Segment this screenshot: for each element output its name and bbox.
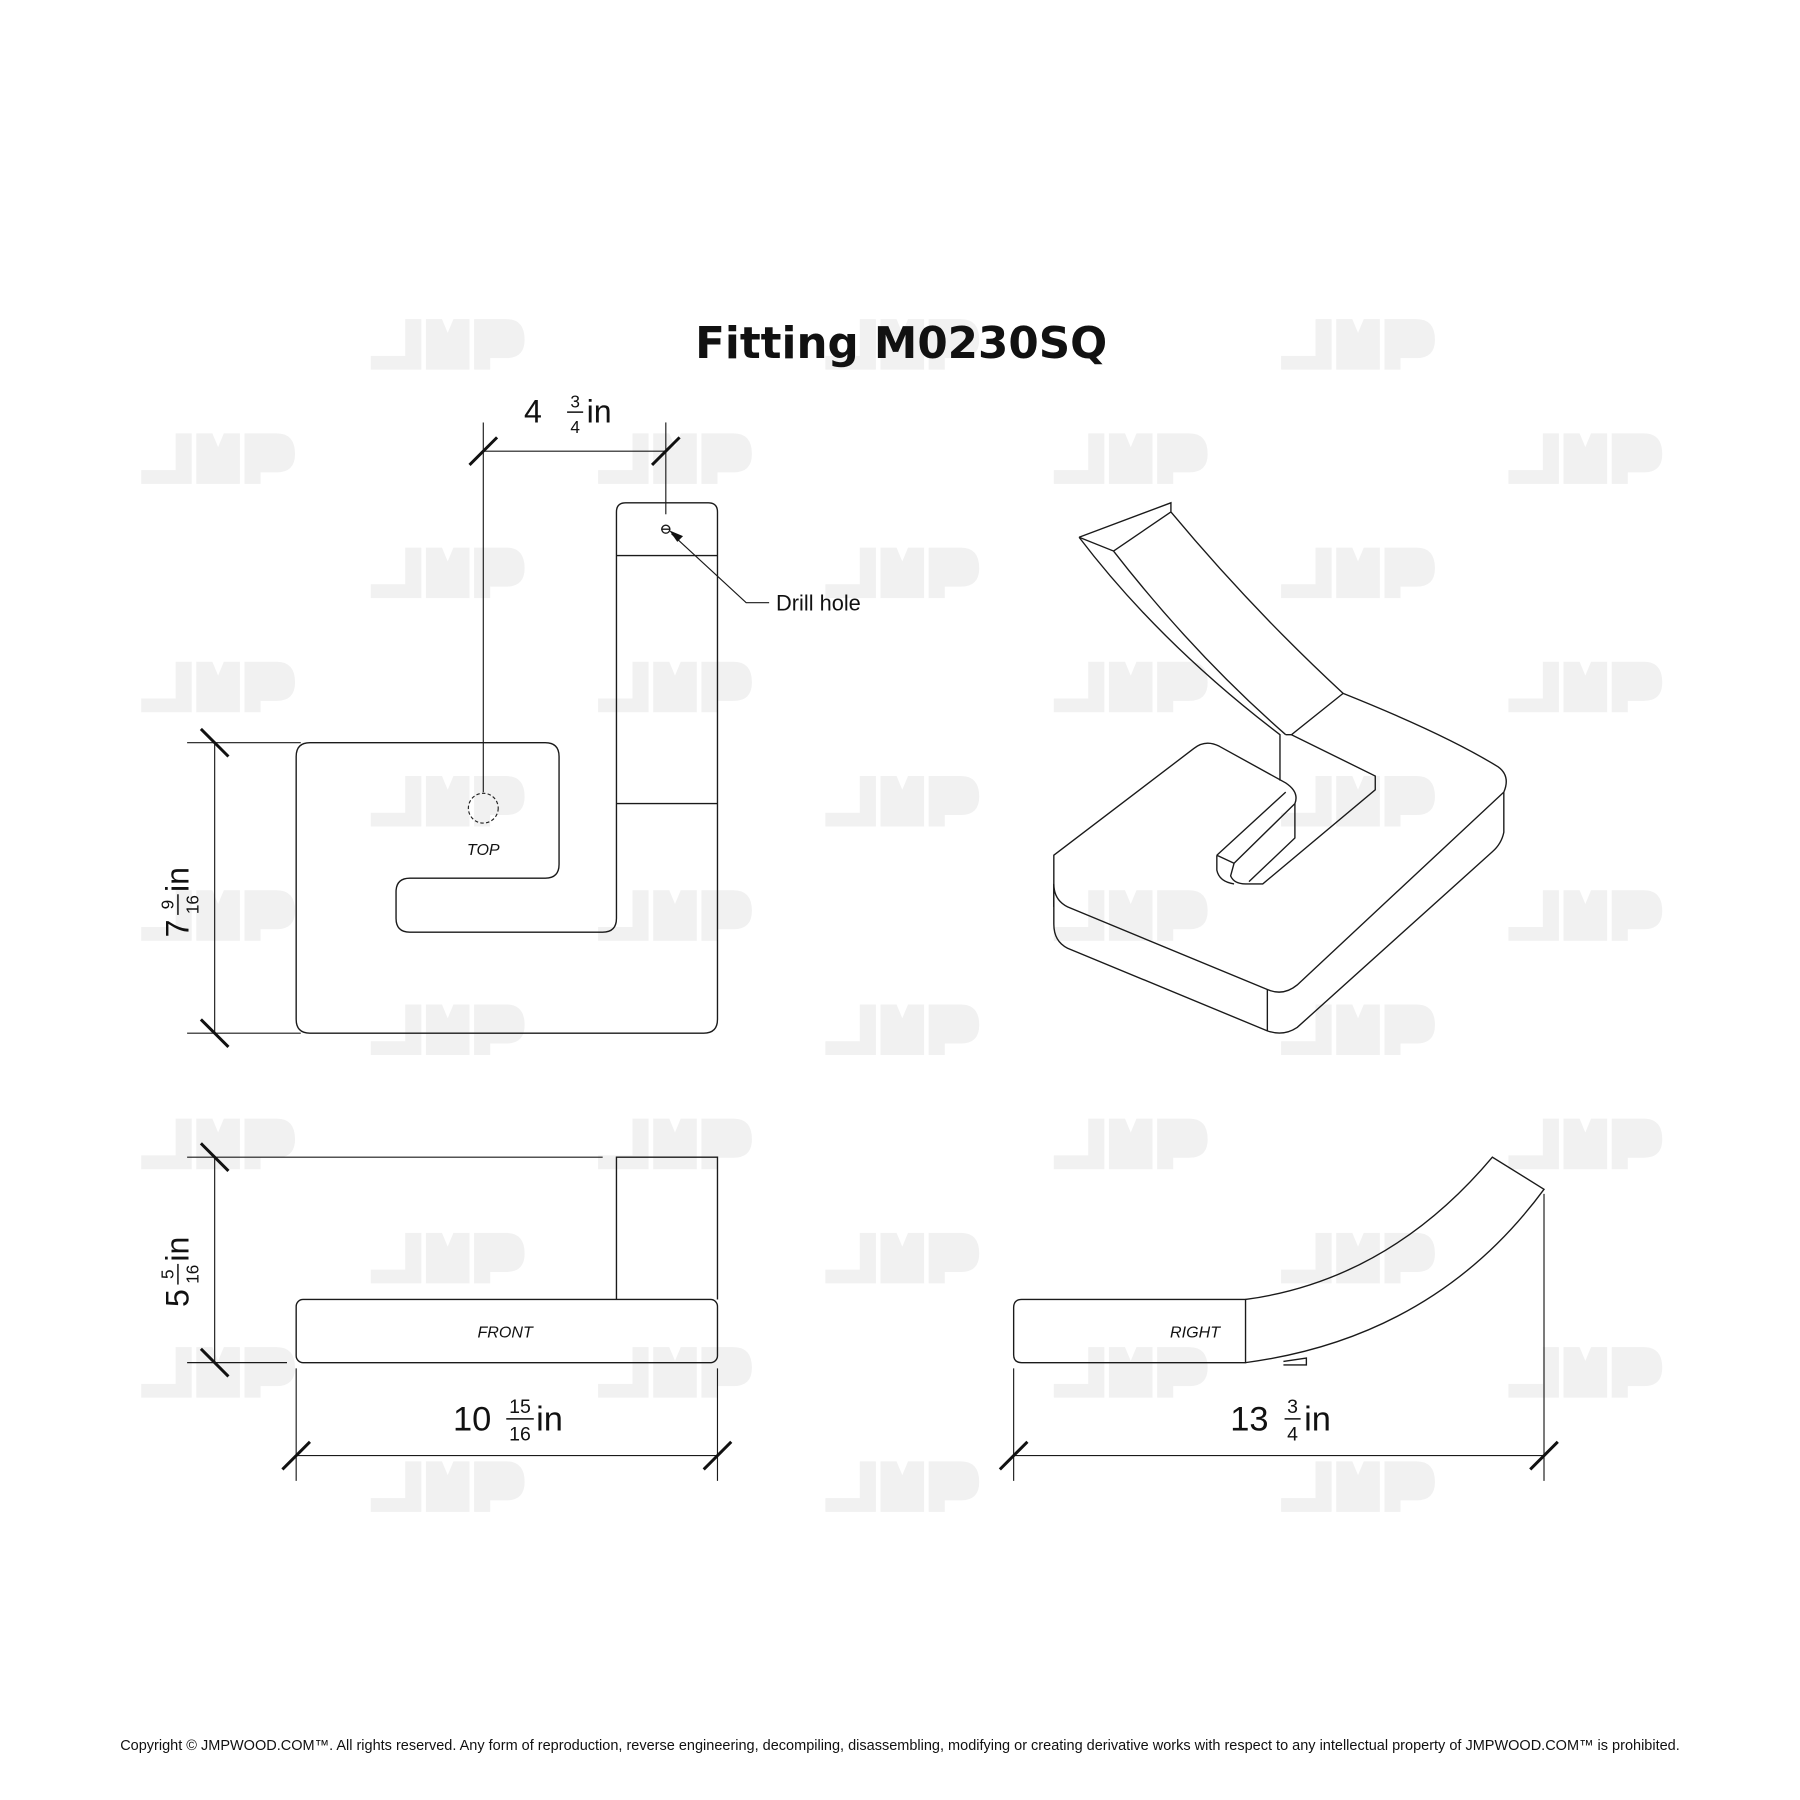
svg-text:5: 5 xyxy=(159,1289,195,1307)
watermark-logo xyxy=(141,1347,296,1398)
watermark-logo xyxy=(370,1461,525,1512)
watermark-logo xyxy=(1053,433,1208,484)
watermark-logo xyxy=(825,1232,980,1284)
svg-text:in: in xyxy=(587,393,612,429)
watermark-logo xyxy=(1281,1232,1435,1284)
watermark-logo xyxy=(1281,776,1435,827)
watermark-logo xyxy=(1508,1118,1663,1170)
svg-text:4: 4 xyxy=(524,393,542,429)
watermark-logo xyxy=(598,890,752,941)
watermark-logo xyxy=(1053,661,1208,713)
leader-arrow-icon xyxy=(669,530,684,542)
front-view-label: FRONT xyxy=(477,1323,534,1341)
svg-text:in: in xyxy=(536,1400,563,1438)
dimension-width-front: 10 15 16 in xyxy=(453,1396,563,1446)
drawing-title: Fitting M0230SQ xyxy=(695,319,1107,369)
dimension-length-right: 13 3 4 in xyxy=(1230,1396,1331,1446)
watermark-logo xyxy=(825,547,980,599)
top-view: TOP Drill hole 4 3 4 in 7 9 16 in xyxy=(157,392,861,1048)
watermark-logo xyxy=(1281,547,1435,599)
copyright-notice: Copyright © JMPWOOD.COM™. All rights res… xyxy=(120,1738,1680,1754)
drill-hole-callout: Drill hole xyxy=(776,591,861,616)
svg-text:3: 3 xyxy=(570,392,580,412)
svg-text:16: 16 xyxy=(509,1424,531,1446)
svg-text:7: 7 xyxy=(159,920,195,938)
watermark-logo xyxy=(370,1232,525,1284)
svg-text:4: 4 xyxy=(1287,1424,1298,1446)
watermark-layer xyxy=(141,319,1663,1512)
watermark-logo xyxy=(825,319,980,370)
watermark-logo xyxy=(1053,1118,1208,1170)
watermark-logo xyxy=(1508,1347,1663,1398)
svg-text:5: 5 xyxy=(157,1269,177,1279)
svg-text:in: in xyxy=(159,867,195,892)
watermark-logo xyxy=(370,319,525,370)
watermark-logo xyxy=(1281,1004,1435,1055)
watermark-logo xyxy=(370,1004,525,1055)
watermark-logo xyxy=(1281,1461,1435,1512)
svg-text:4: 4 xyxy=(570,417,580,437)
dimension-height: 5 5 16 in xyxy=(157,1237,202,1307)
watermark-logo xyxy=(370,776,525,827)
isometric-view xyxy=(1053,501,1507,1034)
hidden-hole-icon xyxy=(467,792,499,824)
watermark-logo xyxy=(598,1347,752,1398)
watermark-logo xyxy=(825,1461,980,1512)
watermark-logo xyxy=(598,661,752,713)
svg-text:3: 3 xyxy=(1287,1396,1298,1418)
right-view-label: RIGHT xyxy=(1170,1323,1221,1341)
watermark-logo xyxy=(1053,1347,1208,1398)
drill-hole-icon xyxy=(661,524,671,534)
watermark-logo xyxy=(825,1004,980,1055)
watermark-logo xyxy=(141,661,296,713)
front-view: FRONT 5 5 16 in 10 15 16 in xyxy=(157,1142,733,1481)
svg-text:16: 16 xyxy=(183,1265,203,1284)
watermark-logo xyxy=(1508,661,1663,713)
svg-text:16: 16 xyxy=(183,895,203,914)
watermark-logo xyxy=(1508,890,1663,941)
watermark-logo xyxy=(141,890,296,941)
svg-text:9: 9 xyxy=(157,900,177,910)
watermark-logo xyxy=(598,433,752,484)
dimension-width-top: 4 3 4 in xyxy=(524,392,612,437)
svg-text:in: in xyxy=(159,1237,195,1262)
right-view: RIGHT 13 3 4 in xyxy=(998,1156,1559,1481)
watermark-logo xyxy=(1281,319,1435,370)
svg-text:15: 15 xyxy=(509,1396,531,1418)
svg-text:in: in xyxy=(1304,1400,1331,1438)
watermark-logo xyxy=(370,547,525,599)
dimension-depth: 7 9 16 in xyxy=(157,867,202,937)
svg-text:13: 13 xyxy=(1230,1400,1268,1438)
watermark-logo xyxy=(598,1118,752,1170)
watermark-logo xyxy=(825,776,980,827)
watermark-logo xyxy=(141,433,296,484)
svg-text:10: 10 xyxy=(453,1400,491,1438)
top-view-label: TOP xyxy=(467,841,500,859)
watermark-logo xyxy=(1508,433,1663,484)
